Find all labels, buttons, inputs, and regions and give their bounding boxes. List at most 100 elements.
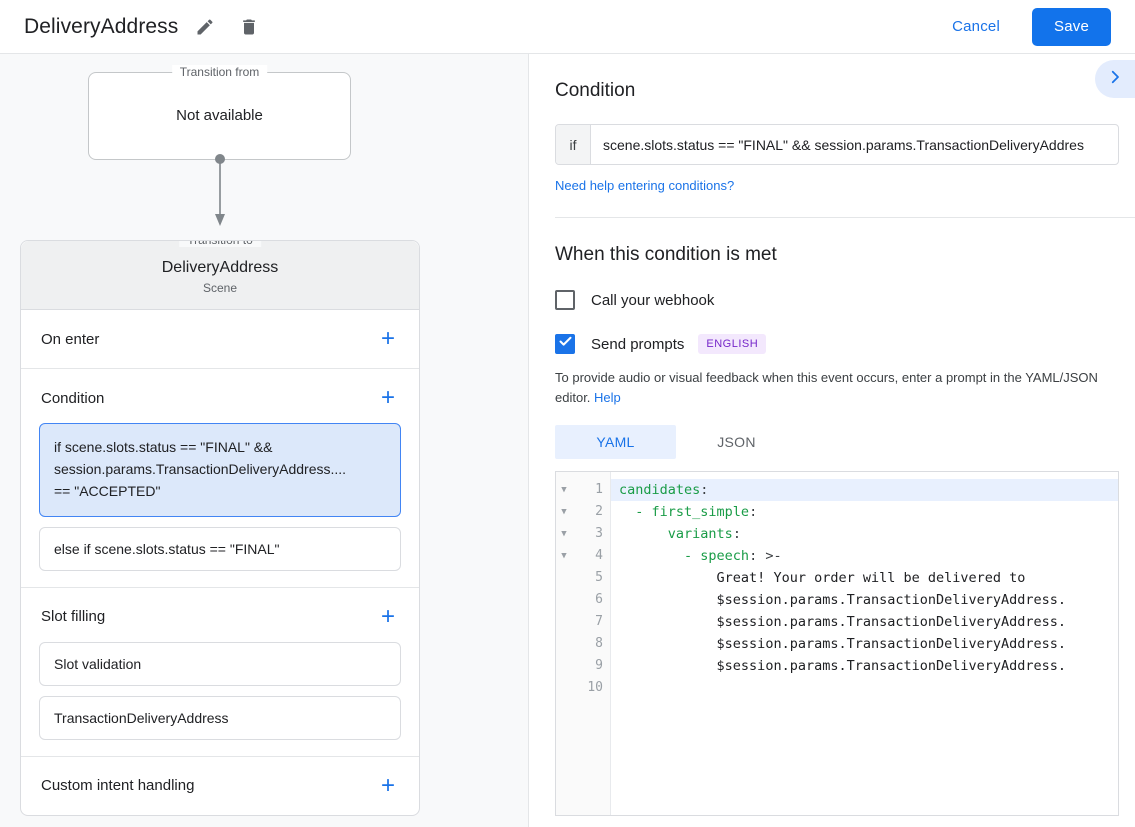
- section-head-custom-intent: Custom intent handling +: [21, 757, 419, 815]
- prompts-hint-text: To provide audio or visual feedback when…: [555, 370, 1098, 405]
- transition-to-subtitle: Scene: [202, 281, 238, 295]
- list-item[interactable]: else if scene.slots.status == "FINAL": [39, 526, 401, 571]
- transition-to-card: Transition to DeliveryAddress Scene On e…: [20, 240, 420, 816]
- transition-from-value: Not available: [176, 107, 263, 124]
- section-on-enter: On enter +: [21, 310, 419, 369]
- editor-line-number: ▼3: [556, 523, 610, 545]
- editor-line-number: ▼4: [556, 545, 610, 567]
- divider: [555, 217, 1135, 218]
- call-webhook-label: Call your webhook: [591, 291, 715, 309]
- add-on-enter-button[interactable]: +: [380, 325, 395, 352]
- editor-code-line: Great! Your order will be delivered to: [716, 570, 1026, 586]
- left-panel: Transition from Not available Transition…: [0, 54, 529, 827]
- line-number-value: 8: [595, 636, 603, 651]
- slot-filling-list: Slot validation TransactionDeliveryAddre…: [21, 641, 419, 756]
- editor-line-number: 6: [556, 589, 610, 611]
- check-icon: [558, 334, 573, 354]
- section-head-condition: Condition +: [21, 369, 419, 423]
- line-number-value: 5: [595, 570, 603, 585]
- editor-line-number: 9: [556, 655, 610, 677]
- editor-code-area[interactable]: candidates: - first_simple: variants: - …: [611, 472, 1118, 815]
- send-prompts-label: Send prompts: [591, 335, 685, 353]
- editor-code-line: $session.params.TransactionDeliveryAddre…: [716, 614, 1067, 630]
- section-slot-filling: Slot filling + Slot validation Transacti…: [21, 588, 419, 757]
- editor-line-number: 7: [556, 611, 610, 633]
- condition-line: == "ACCEPTED": [54, 482, 161, 499]
- pencil-icon: [195, 17, 215, 37]
- right-panel: Condition if Need help entering conditio…: [529, 54, 1135, 827]
- cancel-button[interactable]: Cancel: [938, 10, 1014, 43]
- editor-code-line: [611, 677, 1118, 699]
- line-number-value: 6: [595, 592, 603, 607]
- editor-line-number: ▼2: [556, 501, 610, 523]
- section-title-custom-intent: Custom intent handling: [41, 777, 195, 795]
- fold-arrow-icon[interactable]: ▼: [561, 485, 567, 495]
- prompts-help-link[interactable]: Help: [594, 389, 621, 405]
- editor-line-number: ▼1: [556, 479, 610, 501]
- prompts-hint: To provide audio or visual feedback when…: [555, 368, 1109, 407]
- body: Transition from Not available Transition…: [0, 54, 1135, 827]
- editor-format-tabs: YAML JSON: [555, 425, 1109, 459]
- next-panel-button[interactable]: [1095, 60, 1135, 98]
- transition-from-box: Transition from Not available: [88, 65, 351, 160]
- editor-code-line: candidates:: [611, 479, 1118, 501]
- condition-list: if scene.slots.status == "FINAL" && sess…: [21, 423, 419, 587]
- tab-yaml[interactable]: YAML: [555, 425, 676, 459]
- section-head-on-enter: On enter +: [21, 310, 419, 368]
- section-title-on-enter: On enter: [41, 330, 100, 348]
- transition-to-legend: Transition to: [179, 240, 261, 247]
- condition-block: Condition if Need help entering conditio…: [529, 54, 1135, 218]
- add-condition-button[interactable]: +: [380, 384, 395, 411]
- editor-line-number: 10: [556, 677, 610, 699]
- editor-code-line: $session.params.TransactionDeliveryAddre…: [716, 592, 1067, 608]
- editor-code-line: - speech: >-: [684, 548, 782, 564]
- call-webhook-checkbox[interactable]: [555, 290, 575, 310]
- editor-code-line: $session.params.TransactionDeliveryAddre…: [716, 636, 1067, 652]
- fold-arrow-icon[interactable]: ▼: [561, 507, 567, 517]
- fold-arrow-icon[interactable]: ▼: [561, 529, 567, 539]
- save-button[interactable]: Save: [1032, 7, 1111, 46]
- condition-input-row: if: [555, 124, 1119, 165]
- line-number-value: 3: [595, 526, 603, 541]
- page-title: DeliveryAddress: [24, 14, 179, 38]
- editor-line-number: 5: [556, 567, 610, 589]
- add-custom-intent-button[interactable]: +: [380, 771, 395, 799]
- tab-json[interactable]: JSON: [717, 434, 756, 450]
- transition-from-legend: Transition from: [171, 65, 268, 79]
- line-number-value: 1: [595, 482, 603, 497]
- line-number-value: 7: [595, 614, 603, 629]
- line-number-value: 9: [595, 658, 603, 673]
- section-head-slot-filling: Slot filling +: [21, 588, 419, 642]
- list-item[interactable]: TransactionDeliveryAddress: [39, 695, 401, 740]
- list-item[interactable]: if scene.slots.status == "FINAL" && sess…: [39, 423, 401, 517]
- section-title-slot-filling: Slot filling: [41, 608, 106, 626]
- section-condition: Condition + if scene.slots.status == "FI…: [21, 369, 419, 588]
- list-item[interactable]: Slot validation: [39, 641, 401, 686]
- transition-to-header: Transition to DeliveryAddress Scene: [21, 240, 419, 310]
- condition-heading: Condition: [555, 80, 636, 101]
- flow-connector: [210, 154, 230, 230]
- section-custom-intent-handling: Custom intent handling +: [21, 757, 419, 815]
- editor-code-line: $session.params.TransactionDeliveryAddre…: [716, 658, 1067, 674]
- add-slot-filling-button[interactable]: +: [380, 602, 395, 630]
- section-title-condition: Condition: [41, 389, 105, 407]
- condition-line: if scene.slots.status == "FINAL" &&: [54, 439, 273, 455]
- webhook-row: Call your webhook: [555, 290, 1109, 310]
- language-badge: ENGLISH: [698, 334, 767, 354]
- fold-arrow-icon[interactable]: ▼: [561, 551, 567, 561]
- condition-line: session.params.TransactionDeliveryAddres…: [54, 460, 347, 477]
- send-prompts-row: Send prompts ENGLISH: [555, 334, 1109, 354]
- editor-line-number: 8: [556, 633, 610, 655]
- trash-icon: [239, 17, 259, 37]
- condition-input[interactable]: [591, 125, 1118, 164]
- delete-button[interactable]: [232, 10, 266, 44]
- line-number-value: 4: [595, 548, 603, 563]
- when-condition-met-heading: When this condition is met: [555, 244, 777, 265]
- condition-help-link[interactable]: Need help entering conditions?: [555, 178, 735, 193]
- line-number-value: 2: [595, 504, 603, 519]
- edit-button[interactable]: [188, 10, 222, 44]
- send-prompts-checkbox[interactable]: [555, 334, 575, 354]
